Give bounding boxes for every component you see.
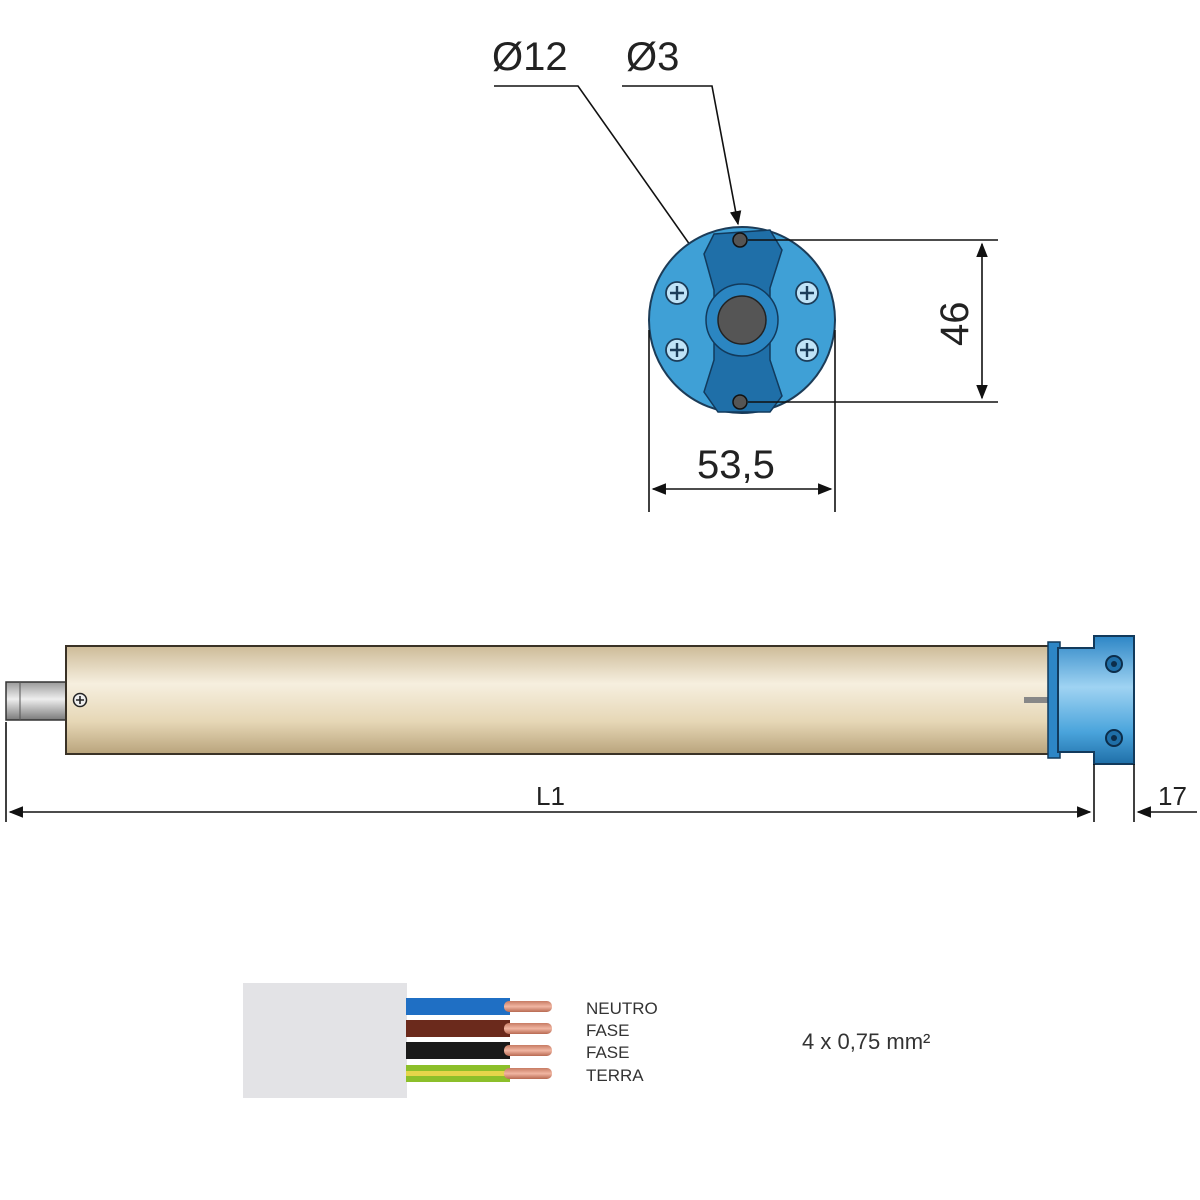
screw-icon [795, 281, 819, 305]
length-label: L1 [536, 781, 565, 811]
side-view: L1 17 [5, 635, 1197, 822]
drive-shaft [5, 681, 71, 721]
pin-top [732, 232, 748, 248]
pin-bottom [732, 394, 748, 410]
cable-section-label: 4 x 0,75 mm² [802, 1029, 930, 1054]
pin-diameter-leader [622, 85, 742, 226]
wire-terra [406, 1065, 552, 1082]
cable-jacket [243, 983, 407, 1098]
motor-tube [65, 645, 1057, 755]
pin-diameter-label: Ø3 [626, 35, 679, 79]
tube-slot [1024, 697, 1050, 703]
wire-fase-black [406, 1042, 552, 1059]
motor-head [1057, 635, 1135, 765]
wire-label-neutro: NEUTRO [586, 999, 658, 1018]
screw-icon [72, 692, 88, 708]
wire-label-terra: TERRA [586, 1066, 644, 1085]
head-length-label: 17 [1158, 781, 1187, 811]
screw-icon [665, 281, 689, 305]
shaft-diameter-label: Ø12 [492, 35, 568, 79]
shaft-diameter-leader [494, 85, 727, 298]
screw-icon [795, 338, 819, 362]
width-label: 53,5 [697, 443, 775, 487]
screw-icon [665, 338, 689, 362]
height-label: 46 [933, 302, 977, 347]
end-view: Ø12 Ø3 46 53, [492, 35, 998, 512]
wire-neutro [406, 998, 552, 1015]
cable-diagram: NEUTRO FASE FASE TERRA 4 x 0,75 mm² [243, 983, 930, 1098]
wire-label-fase: FASE [586, 1021, 629, 1040]
shaft-icon [717, 295, 767, 345]
wire-label-fase: FASE [586, 1043, 629, 1062]
wire-fase-brown [406, 1020, 552, 1037]
